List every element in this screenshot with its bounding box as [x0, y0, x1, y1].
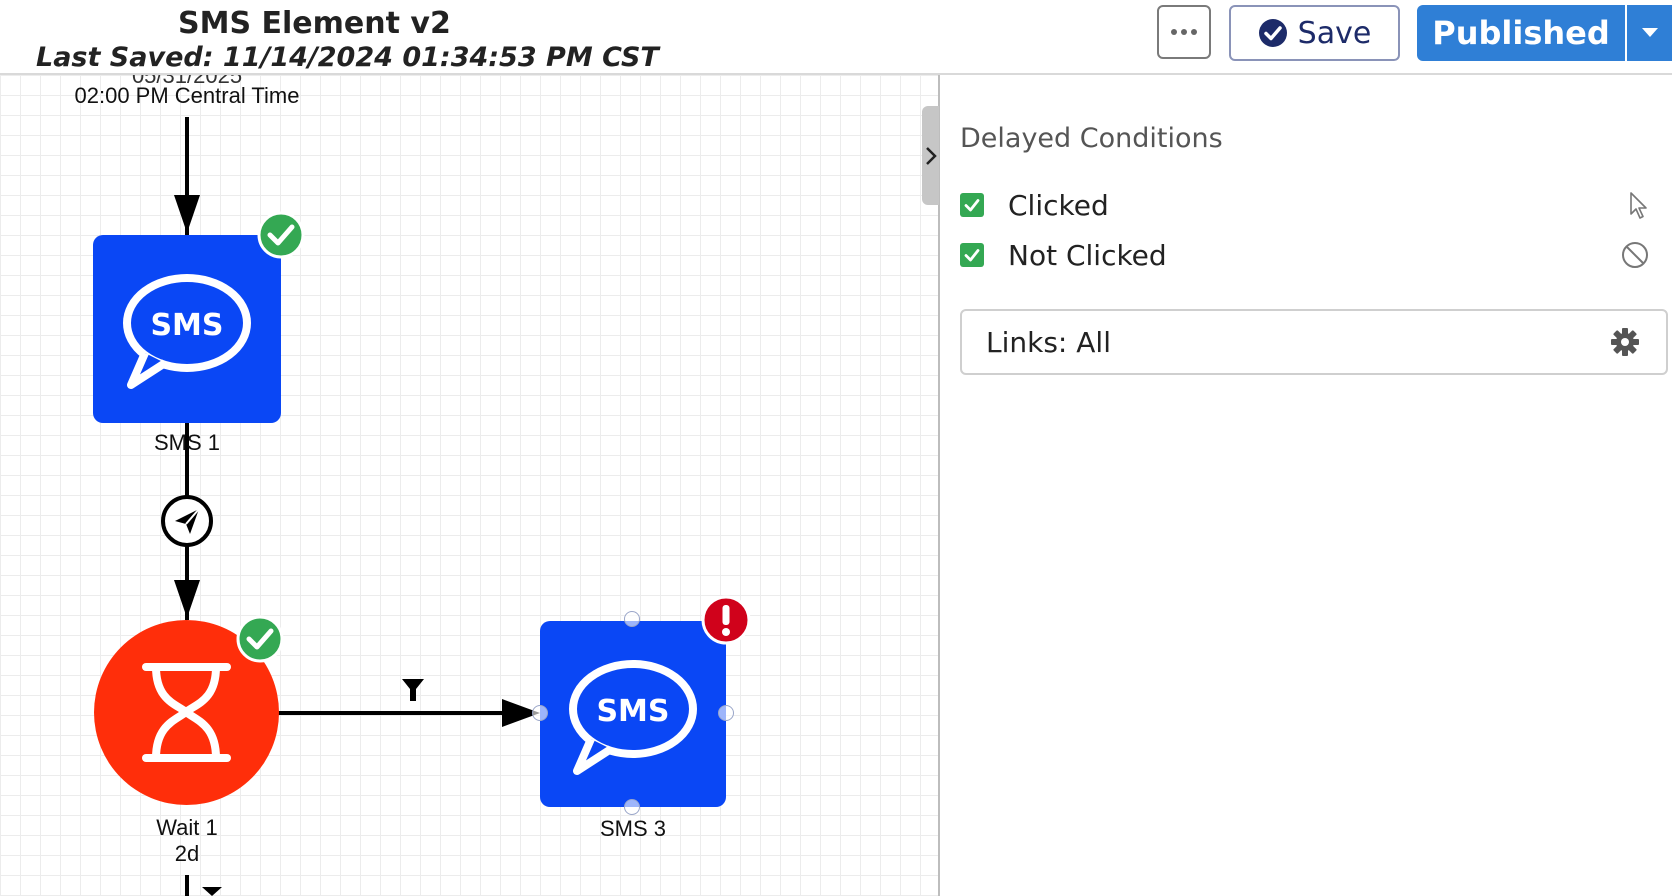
trigger-date-text: 05/31/2025	[131, 75, 243, 88]
sms3-label: SMS 3	[599, 816, 667, 841]
caret-down-icon	[1641, 28, 1658, 37]
check-badge-icon	[257, 211, 305, 259]
last-saved-text: Last Saved: 11/14/2024 01:34:53 PM CST	[36, 42, 659, 73]
collapse-panel-tab[interactable]	[922, 106, 939, 205]
prohibited-icon	[1622, 242, 1648, 268]
not-clicked-checkbox[interactable]	[960, 243, 984, 267]
sms3-handle-bottom[interactable]	[624, 799, 640, 815]
checkmark-icon	[964, 249, 980, 262]
clicked-checkbox[interactable]	[960, 193, 984, 217]
sms-bubble-icon: SMS	[569, 660, 697, 775]
sms3-handle-top[interactable]	[624, 611, 640, 627]
paper-plane-icon	[161, 495, 213, 547]
wait1-status-badge	[236, 615, 284, 663]
ellipsis-icon	[1171, 29, 1197, 35]
cursor-icon	[1630, 192, 1647, 219]
sms1-status-badge	[257, 211, 305, 259]
publish-dropdown-toggle[interactable]	[1627, 5, 1672, 61]
check-badge-icon	[236, 615, 284, 663]
sms3-status-badge	[701, 595, 751, 645]
send-connector[interactable]	[160, 494, 214, 548]
trigger-time-text: 02:00 PM Central Time	[74, 83, 300, 108]
panel-title: Delayed Conditions	[960, 123, 1223, 154]
sms3-node[interactable]: SMS	[540, 621, 726, 807]
links-selector[interactable]: Links: All	[960, 309, 1668, 375]
sms3-handle-right[interactable]	[718, 705, 734, 721]
sms1-icon-text: SMS	[150, 308, 223, 343]
header: SMS Element v2 Last Saved: 11/14/2024 01…	[0, 0, 1672, 75]
sms1-node[interactable]: SMS	[93, 235, 281, 423]
hourglass-icon	[142, 663, 231, 762]
error-badge-icon	[701, 595, 751, 645]
wait1-label: Wait 1	[156, 815, 218, 840]
sms1-label: SMS 1	[153, 430, 221, 455]
wait1-duration: 2d	[174, 841, 200, 866]
check-circle-icon	[1258, 19, 1287, 47]
clicked-label: Clicked	[1008, 188, 1109, 222]
page-title: SMS Element v2	[178, 6, 451, 41]
flow-canvas[interactable]: 05/31/2025 02:00 PM Central Time SMS SMS…	[0, 75, 938, 896]
published-button[interactable]: Published	[1417, 5, 1625, 61]
panel-divider[interactable]	[938, 73, 940, 896]
links-label: Links: All	[986, 325, 1111, 359]
properties-panel: Delayed Conditions Clicked Not Clicked L…	[940, 73, 1672, 896]
condition-clicked[interactable]: Clicked	[960, 187, 1650, 223]
save-button[interactable]: Save	[1229, 5, 1400, 61]
gear-icon[interactable]	[1610, 327, 1640, 357]
sms3-handle-left[interactable]	[532, 705, 548, 721]
sms-bubble-icon: SMS	[123, 274, 251, 389]
not-clicked-label: Not Clicked	[1008, 238, 1167, 272]
sms3-icon-text: SMS	[596, 694, 669, 729]
condition-not-clicked[interactable]: Not Clicked	[960, 237, 1650, 273]
save-button-label: Save	[1297, 15, 1372, 51]
flow-connectors	[174, 117, 540, 896]
more-options-button[interactable]	[1157, 5, 1211, 59]
chevron-right-icon	[925, 146, 937, 165]
checkmark-icon	[964, 199, 980, 212]
